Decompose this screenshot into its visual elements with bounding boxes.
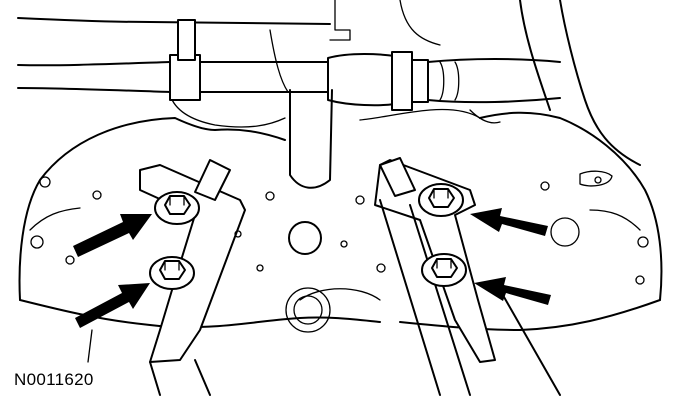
bolt-lower-left xyxy=(150,257,194,289)
arrow-upper-right-bolt xyxy=(470,208,548,236)
leader-line xyxy=(88,330,92,362)
center-tube xyxy=(270,30,332,188)
right-bracket xyxy=(375,158,560,395)
engine-plate xyxy=(20,95,662,330)
arrow-upper-left-bolt xyxy=(73,214,152,257)
bolt-lower-right xyxy=(422,254,466,286)
bolt-upper-right xyxy=(419,184,463,216)
mounting-holes xyxy=(31,171,648,332)
arrow-lower-left-bolt xyxy=(75,283,150,328)
upper-hoses xyxy=(18,0,640,165)
figure-code: N0011620 xyxy=(14,370,94,389)
bolt-upper-left xyxy=(155,192,199,224)
arrow-lower-right-bolt xyxy=(474,277,551,305)
